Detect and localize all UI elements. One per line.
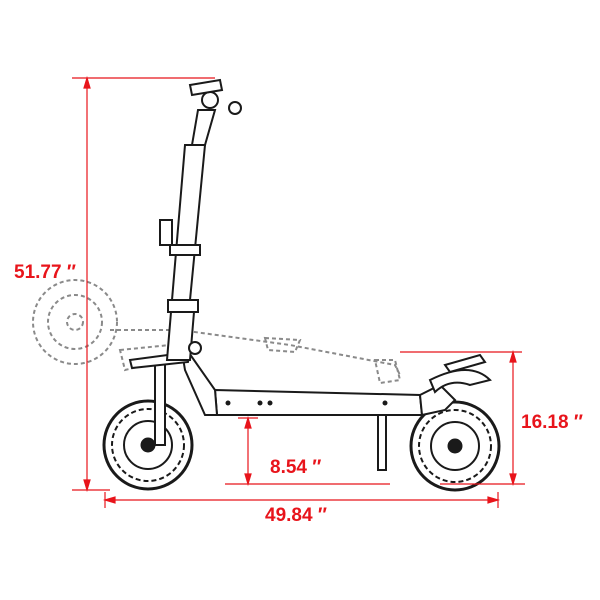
total-height-label: 51.77 ″ xyxy=(14,262,76,283)
ground-clearance-label: 8.54 ″ xyxy=(270,457,322,478)
total-length-label: 49.84 ″ xyxy=(265,505,327,526)
rear-wheel xyxy=(409,400,501,492)
front-wheel xyxy=(102,399,194,491)
deck-details xyxy=(225,400,388,406)
scooter-frame xyxy=(128,78,492,471)
dimension-lines xyxy=(72,75,525,508)
folded-ghost-outline xyxy=(32,279,402,385)
folded-height-label: 16.18 ″ xyxy=(521,412,583,433)
